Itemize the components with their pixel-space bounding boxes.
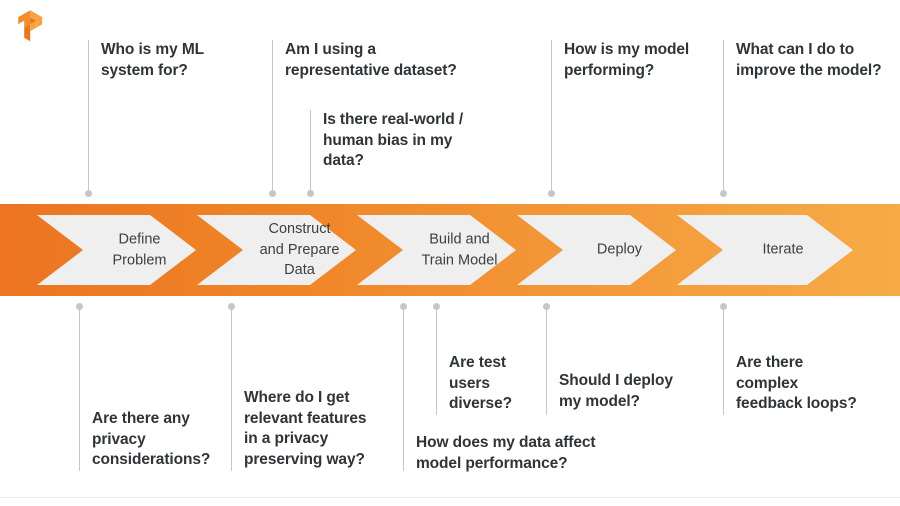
chevron-build-train-model — [357, 215, 516, 285]
connector-line — [551, 40, 552, 196]
connector-dot — [543, 303, 550, 310]
connector-line — [272, 40, 273, 196]
connector-line — [546, 303, 547, 415]
question-text: Are there complex feedback loops? — [736, 354, 857, 413]
connector-dot — [76, 303, 83, 310]
connector-dot — [85, 190, 92, 197]
question-text: Am I using a representative dataset? — [285, 41, 457, 79]
connector-line — [79, 303, 80, 471]
connector-dot — [720, 190, 727, 197]
question-text: Is there real-world / human bias in my d… — [323, 111, 464, 170]
connector-dot — [433, 303, 440, 310]
connector-line — [723, 303, 724, 415]
connector-dot — [400, 303, 407, 310]
question-text: Who is my ML system for? — [101, 41, 204, 79]
question-text: Should I deploy my model? — [559, 372, 673, 410]
connector-line — [231, 303, 232, 471]
question-text: What can I do to improve the model? — [736, 41, 882, 79]
connector-dot — [269, 190, 276, 197]
chevron-group — [37, 215, 853, 285]
chevron-iterate — [677, 215, 853, 285]
connector-dot — [228, 303, 235, 310]
question-text: How is my model performing? — [564, 41, 690, 79]
connector-line — [723, 40, 724, 196]
connector-dot — [720, 303, 727, 310]
chevron-construct-prepare-data — [197, 215, 356, 285]
connector-line — [310, 110, 311, 196]
stage-label-build-train-model: Build and Train Model — [421, 231, 498, 268]
stage-label-construct-prepare-data: Construct and Prepare Data — [259, 221, 340, 279]
chevron-deploy — [517, 215, 676, 285]
connector-line — [403, 303, 404, 471]
chevron-define-problem — [37, 215, 196, 285]
pipeline-band: Define Problem Construct and Prepare Dat… — [0, 204, 900, 296]
question-text: Where do I get relevant features in a pr… — [244, 389, 367, 468]
stage-label-iterate: Iterate — [762, 241, 804, 258]
connector-dot — [548, 190, 555, 197]
connector-line — [436, 303, 437, 415]
stage-label-deploy: Deploy — [596, 241, 643, 258]
connector-line — [88, 40, 89, 196]
footer-divider — [0, 497, 900, 498]
tensorflow-logo — [10, 6, 50, 46]
question-text: Are there any privacy considerations? — [92, 410, 211, 469]
stage-label-define-problem: Define Problem — [112, 231, 167, 268]
question-text: How does my data affect model performanc… — [416, 434, 596, 472]
connector-dot — [307, 190, 314, 197]
question-text: Are test users diverse? — [449, 354, 512, 413]
